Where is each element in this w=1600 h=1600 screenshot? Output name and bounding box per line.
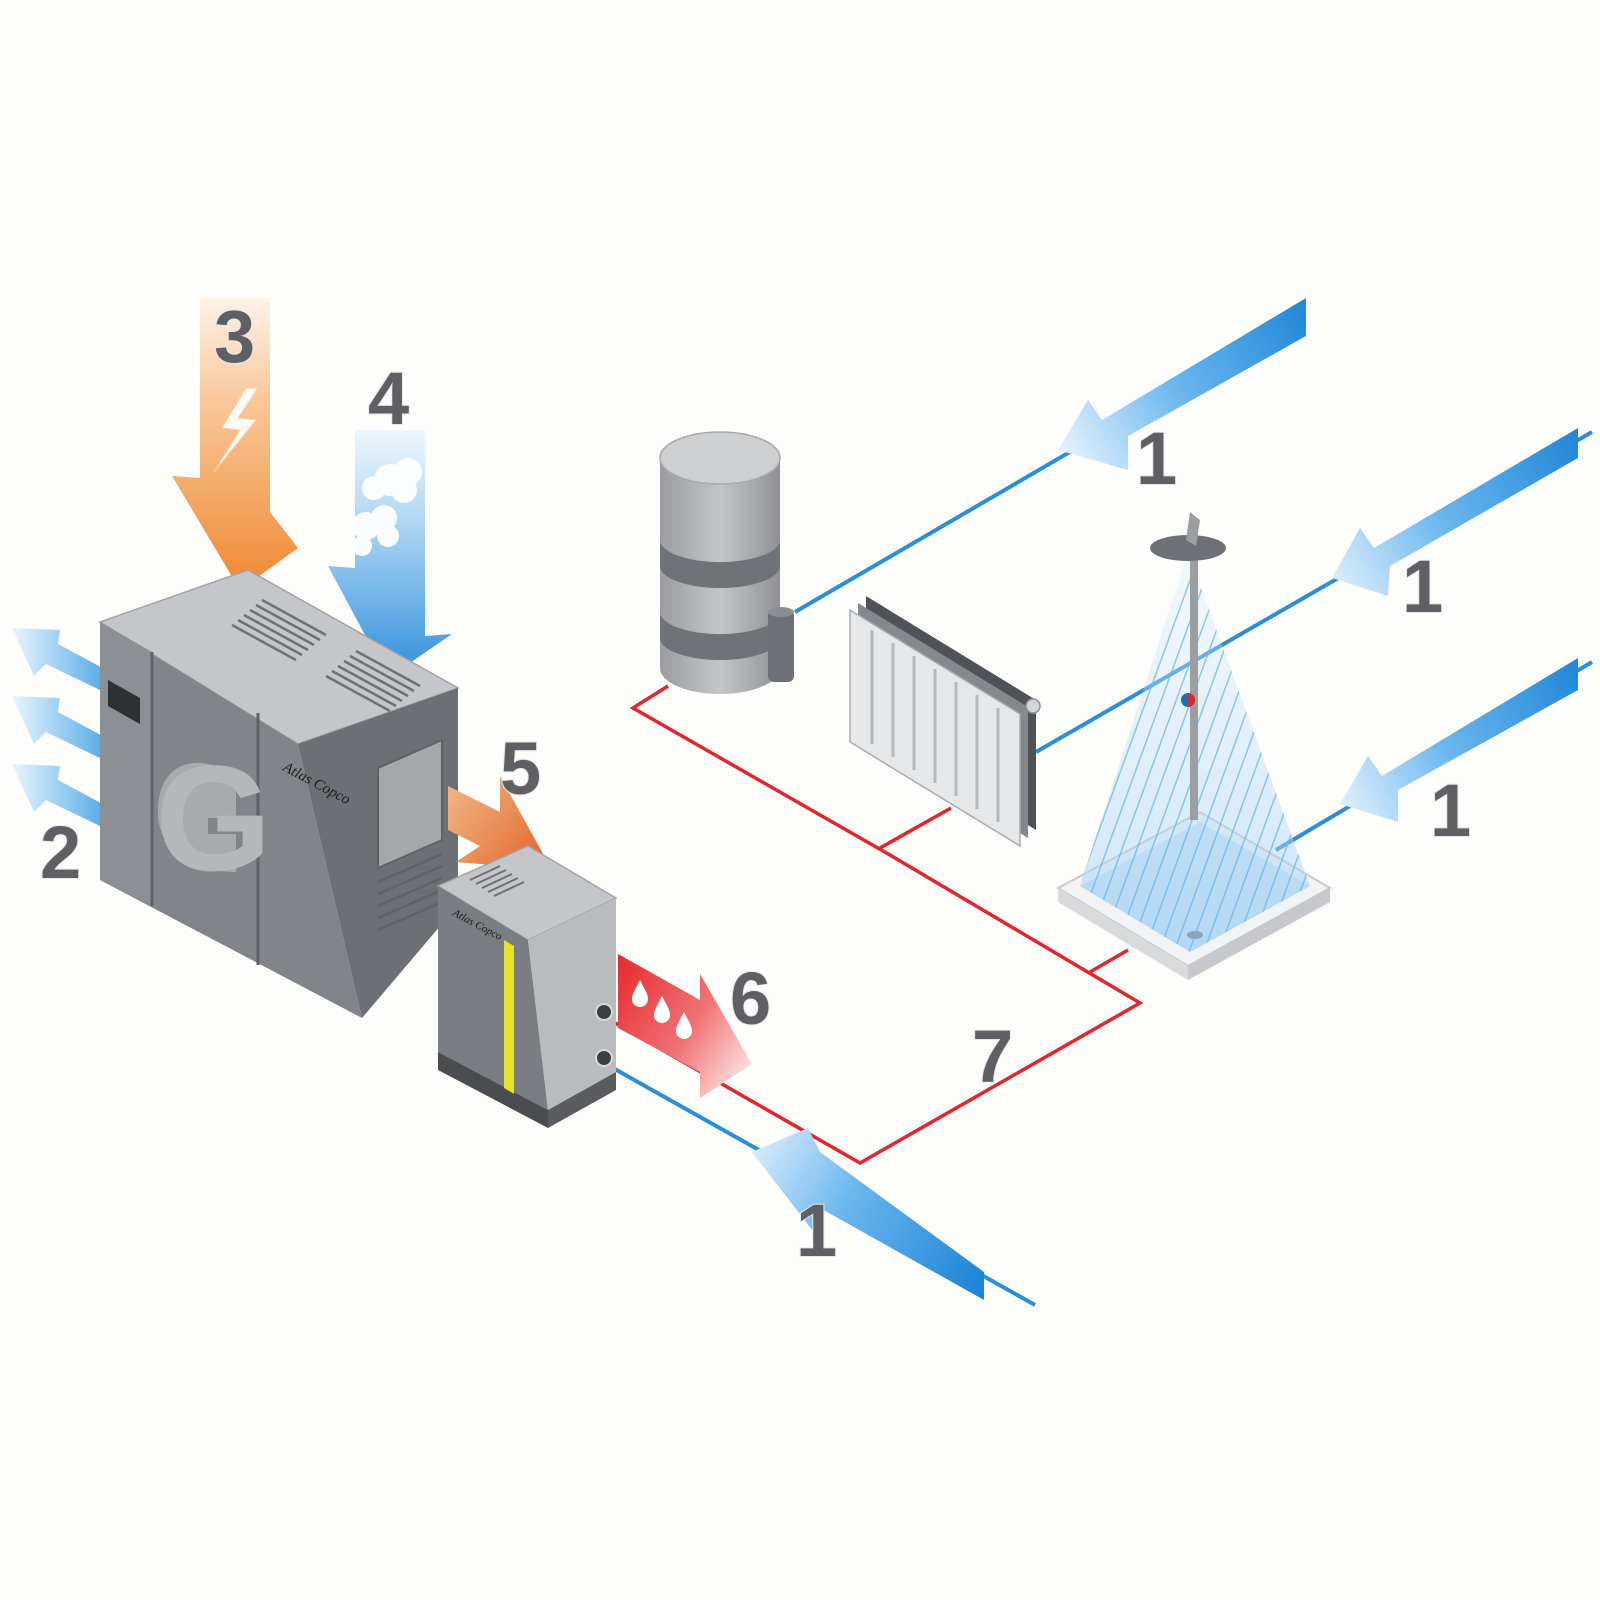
top-vent-grilles [231, 598, 421, 713]
water-drop-icon [632, 980, 692, 1039]
label-6: 6 [730, 957, 771, 1040]
label-3: 3 [214, 295, 255, 378]
label-2: 2 [40, 811, 81, 894]
compressor-logo-shape [157, 762, 236, 872]
compressor-logo-letter: G [155, 734, 272, 902]
hot-water-tank [659, 431, 794, 694]
label-1-shower: 1 [1430, 769, 1471, 852]
electric-energy-arrow [172, 298, 298, 590]
cooling-air-arrow [328, 430, 452, 678]
exhaust-air-arrows [12, 628, 110, 828]
cold-water-inflow-arrows [752, 298, 1578, 1300]
label-1-tank: 1 [1136, 417, 1177, 500]
label-4: 4 [368, 357, 409, 440]
shower [1055, 512, 1333, 980]
hot-water-circuit [595, 684, 1144, 1166]
compressor-unit: G Atlas Copco [98, 569, 460, 1018]
cloud-icon [352, 458, 422, 556]
label-7: 7 [972, 1015, 1013, 1098]
label-1-recovery: 1 [796, 1189, 837, 1272]
lightning-bolt-icon [213, 387, 259, 473]
radiator [849, 596, 1041, 848]
hot-water-output-arrow [618, 954, 752, 1098]
energy-recovery-unit: Atlas Copco [436, 845, 618, 1128]
label-5: 5 [500, 727, 541, 810]
label-1-radiator: 1 [1402, 545, 1443, 628]
